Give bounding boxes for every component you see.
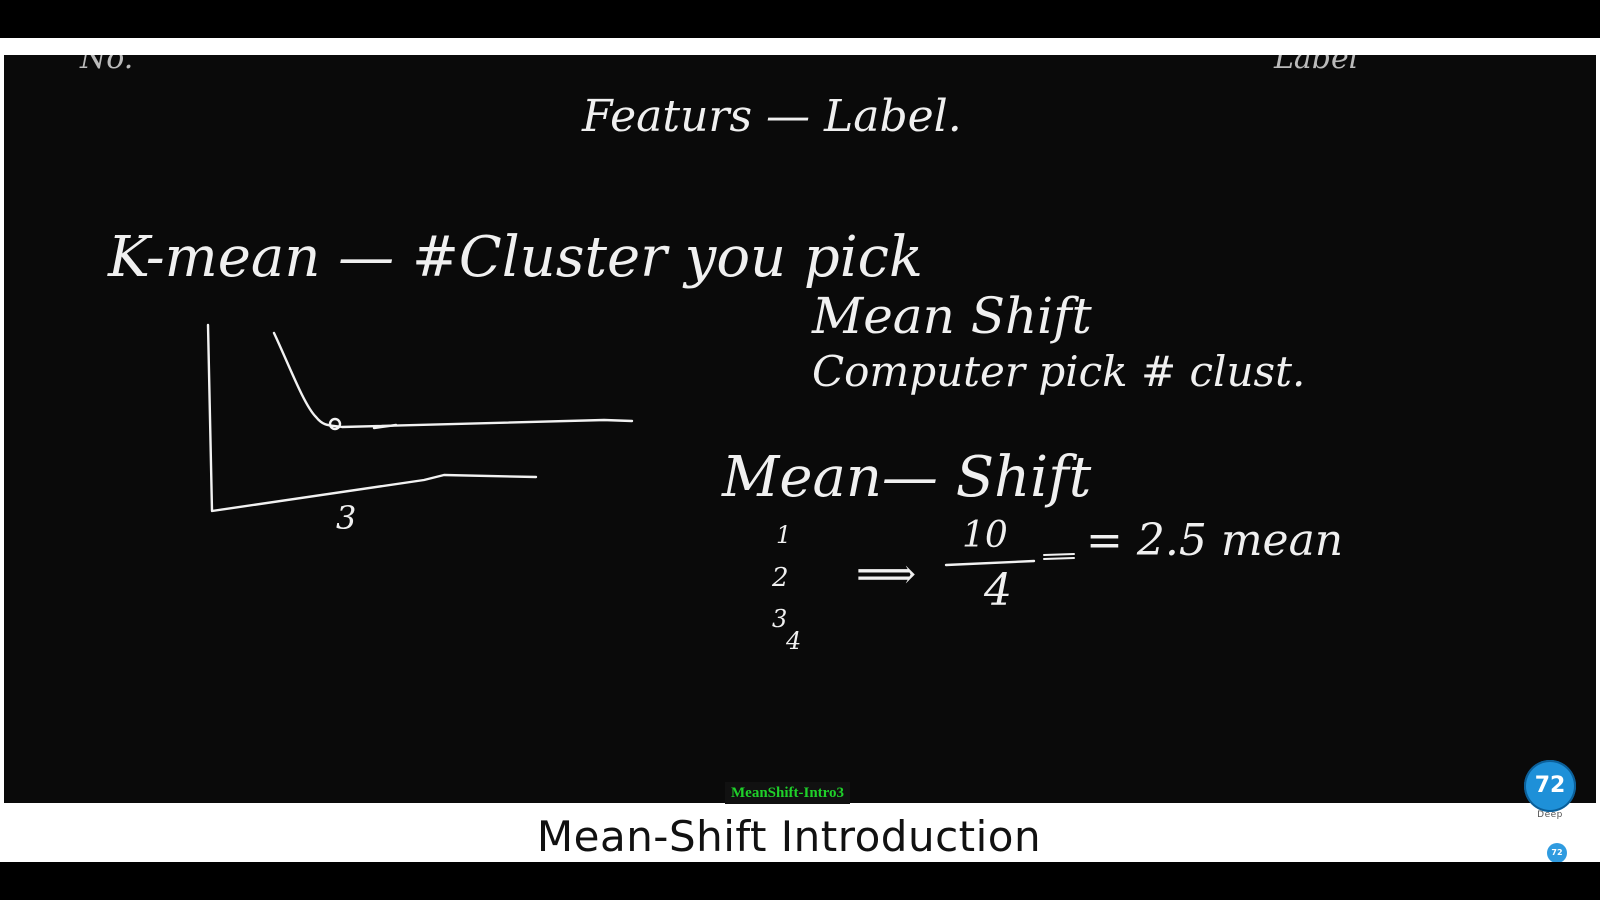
- letterbox-bottom: [0, 862, 1600, 900]
- number-3: 3: [772, 605, 788, 633]
- kmeans-line: K-mean — #Cluster you pick: [108, 225, 923, 290]
- elbow-arrow: [372, 423, 398, 430]
- number-4: 4: [786, 627, 802, 655]
- meanshift-subtitle: Computer pick # clust.: [812, 347, 1306, 396]
- equals-sign: [1043, 553, 1075, 560]
- video-caption: Mean-Shift Introduction: [0, 812, 1600, 861]
- watermark-icon: 72: [1547, 843, 1567, 863]
- implies-arrow: ⟹: [856, 549, 917, 598]
- elbow-axes-line: [206, 323, 538, 513]
- number-2: 2: [772, 563, 789, 593]
- board-top-left-partial: No.: [80, 55, 134, 76]
- board-top-right-partial: Label: [1274, 55, 1359, 76]
- meanshift-heading-2: Mean— Shift: [722, 445, 1092, 510]
- letterbox-top: [0, 0, 1600, 38]
- channel-logo-subtext: Deep: [1537, 810, 1563, 820]
- channel-logo-icon[interactable]: 72: [1524, 760, 1576, 812]
- mean-result: = 2.5 mean: [1086, 515, 1344, 566]
- video-file-tag: MeanShift-Intro3: [725, 782, 851, 804]
- number-1: 1: [776, 521, 792, 549]
- video-caption-text: Mean-Shift Introduction: [536, 812, 1042, 861]
- elbow-label: 3: [336, 499, 357, 537]
- elbow-curve: [272, 331, 634, 429]
- elbow-point: [328, 417, 342, 431]
- blackboard: No. Label Featurs — Label. K-mean — #Clu…: [4, 55, 1596, 803]
- meanshift-title: Mean Shift: [812, 287, 1092, 345]
- fraction-numerator: 10: [962, 515, 1008, 556]
- board-heading: Featurs — Label.: [582, 91, 962, 142]
- fraction-bar: [944, 559, 1036, 567]
- elbow-graph: [206, 323, 1075, 567]
- fraction-denominator: 4: [984, 565, 1012, 616]
